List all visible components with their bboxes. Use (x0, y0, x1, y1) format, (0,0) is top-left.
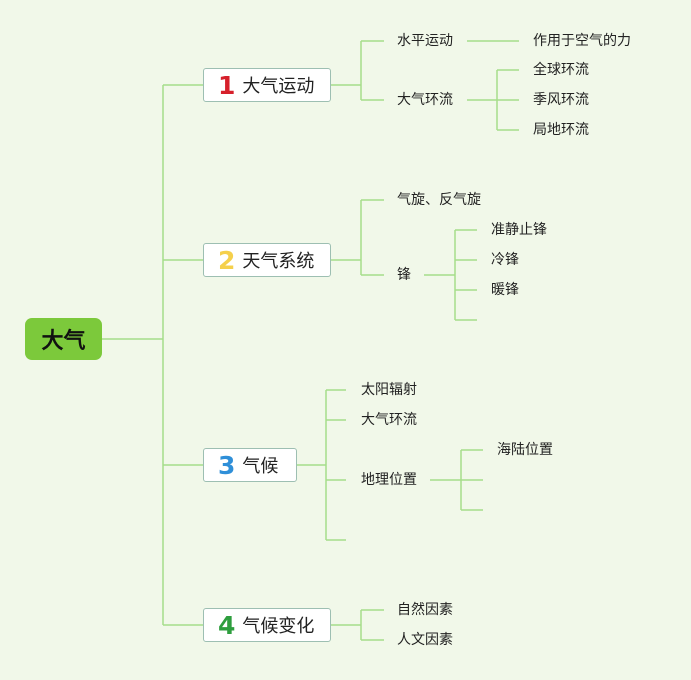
topic-label-1: 大气运动 (242, 76, 315, 97)
topic-node-2[interactable]: 2 天气系统 (203, 243, 331, 277)
leaf-land-sea-location[interactable]: 海陆位置 (497, 442, 553, 458)
topic-number-1: 1 (218, 70, 236, 100)
leaf-forces-on-air[interactable]: 作用于空气的力 (533, 33, 631, 49)
topic-node-1[interactable]: 1 大气运动 (203, 68, 331, 102)
topic-number-3: 3 (218, 450, 236, 480)
leaf-warm-front[interactable]: 暖锋 (491, 282, 519, 298)
leaf-stationary-front[interactable]: 准静止锋 (491, 222, 547, 238)
topic-label-3: 气候 (242, 456, 279, 477)
subtopic-cyclone-anticyclone[interactable]: 气旋、反气旋 (397, 192, 481, 208)
subtopic-atmospheric-circulation-climate[interactable]: 大气环流 (361, 412, 417, 428)
root-node[interactable]: 大气 (25, 318, 102, 360)
subtopic-front[interactable]: 锋 (397, 267, 411, 283)
leaf-monsoon-circulation[interactable]: 季风环流 (533, 92, 589, 108)
subtopic-solar-radiation[interactable]: 太阳辐射 (361, 382, 417, 398)
subtopic-atmospheric-circulation[interactable]: 大气环流 (397, 92, 453, 108)
leaf-global-circulation[interactable]: 全球环流 (533, 62, 589, 78)
leaf-local-circulation[interactable]: 局地环流 (533, 122, 589, 138)
leaf-cold-front[interactable]: 冷锋 (491, 252, 519, 268)
subtopic-human-factors[interactable]: 人文因素 (397, 632, 453, 648)
topic-node-3[interactable]: 3 气候 (203, 448, 297, 482)
topic-label-2: 天气系统 (242, 251, 315, 272)
topic-number-2: 2 (218, 245, 236, 275)
topic-label-4: 气候变化 (242, 616, 315, 637)
subtopic-horizontal-motion[interactable]: 水平运动 (397, 33, 453, 49)
topic-node-4[interactable]: 4 气候变化 (203, 608, 331, 642)
topic-number-4: 4 (218, 610, 236, 640)
subtopic-natural-factors[interactable]: 自然因素 (397, 602, 453, 618)
subtopic-geographic-location[interactable]: 地理位置 (361, 472, 417, 488)
